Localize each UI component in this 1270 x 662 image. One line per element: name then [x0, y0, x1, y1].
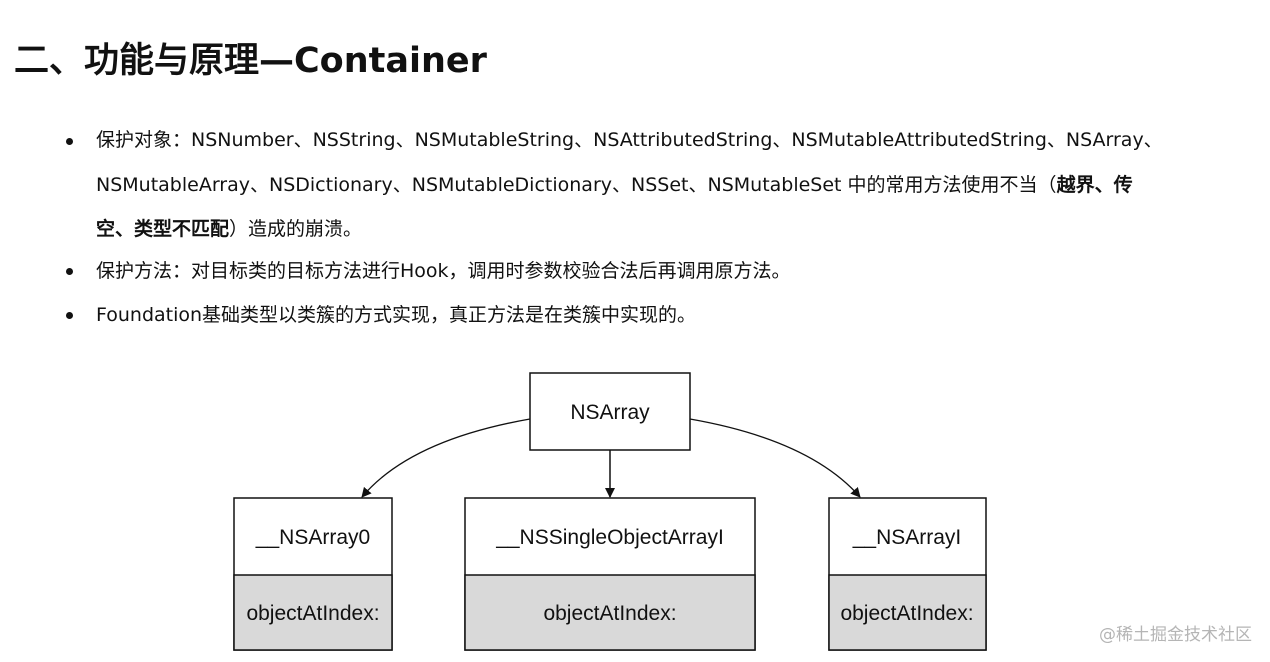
child-class-label: __NSArrayI — [852, 526, 962, 549]
bullet-3-line-1-text: Foundation基础类型以类簇的方式实现，真正方法是在类簇中实现的。 — [96, 304, 697, 326]
bullet-dot — [66, 138, 73, 145]
bullet-2-line-1: 保护方法：对目标类的目标方法进行Hook，调用时参数校验合法后再调用原方法。 — [96, 257, 791, 285]
bullet-1-line-3-text: ）造成的崩溃。 — [229, 218, 363, 240]
child-class-label: __NSSingleObjectArrayI — [495, 526, 724, 549]
method-label: objectAtIndex: — [246, 602, 379, 625]
bullet-dot — [66, 312, 73, 319]
method-cell — [464, 574, 756, 651]
child-class-box: __NSArray0 objectAtIndex: — [233, 497, 393, 651]
bullet-1-line-3: 空、类型不匹配）造成的崩溃。 — [96, 215, 362, 243]
bullet-1-line-2: NSMutableArray、NSDictionary、NSMutableDic… — [96, 171, 1133, 199]
page-title: 二、功能与原理—Container — [14, 41, 487, 81]
method-cell — [828, 574, 987, 651]
bullet-1-line-2-bold: 越界、传 — [1056, 174, 1133, 196]
arrow-to-nsarray0 — [361, 418, 531, 498]
bullet-1-line-1: 保护对象：NSNumber、NSString、NSMutableString、N… — [96, 126, 1163, 154]
bullet-2-line-1-text: 保护方法：对目标类的目标方法进行Hook，调用时参数校验合法后再调用原方法。 — [96, 260, 791, 282]
child-class-box: __NSArrayI objectAtIndex: — [828, 497, 987, 651]
root-class-box: NSArray — [529, 372, 691, 451]
method-label: objectAtIndex: — [840, 602, 973, 625]
watermark: @稀土掘金技术社区 — [1099, 625, 1252, 645]
root-class-label: NSArray — [570, 401, 650, 424]
method-label: objectAtIndex: — [543, 602, 676, 625]
bullet-1-line-3-bold: 空、类型不匹配 — [96, 218, 230, 240]
child-class-label: __NSArray0 — [255, 526, 370, 549]
bullet-1-line-1-text: 保护对象：NSNumber、NSString、NSMutableString、N… — [96, 129, 1163, 151]
child-class-box: __NSSingleObjectArrayI objectAtIndex: — [464, 497, 756, 651]
bullet-dot — [66, 268, 73, 275]
bullet-list: 保护对象：NSNumber、NSString、NSMutableString、N… — [66, 126, 1163, 329]
bullet-3-line-1: Foundation基础类型以类簇的方式实现，真正方法是在类簇中实现的。 — [96, 301, 696, 329]
bullet-1-line-2-text: NSMutableArray、NSDictionary、NSMutableDic… — [96, 174, 1057, 196]
method-cell — [233, 574, 393, 651]
arrow-to-nsarrayi — [689, 418, 861, 498]
